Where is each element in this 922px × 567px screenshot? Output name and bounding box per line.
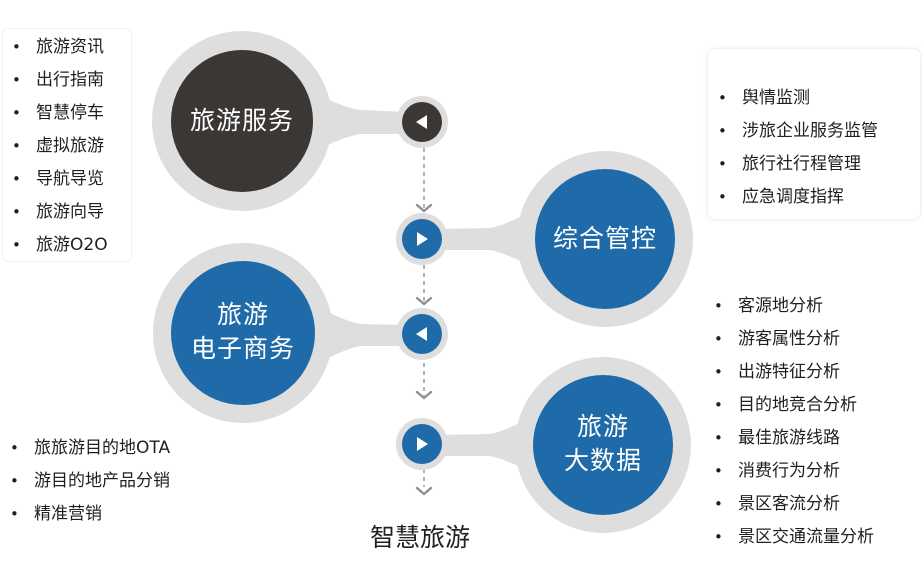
list-item: 旅游O2O bbox=[8, 229, 108, 262]
list-item: 消费行为分析 bbox=[710, 455, 874, 488]
chevron-down-icon bbox=[415, 390, 433, 400]
list-item: 虚拟旅游 bbox=[8, 130, 108, 163]
list-item: 旅旅游目的地OTA bbox=[6, 432, 170, 465]
list-item: 客源地分析 bbox=[710, 290, 874, 323]
list-item: 智慧停车 bbox=[8, 97, 108, 130]
node-label-line: 旅游服务 bbox=[189, 106, 294, 135]
chevron-down-icon bbox=[415, 203, 433, 213]
node-integrated-control bbox=[396, 151, 693, 327]
tourism-service-list: 旅游资讯 出行指南 智慧停车 虚拟旅游 导航导览 旅游向导 旅游O2O bbox=[8, 31, 108, 262]
node-disc bbox=[533, 375, 673, 515]
diagram-title: 智慧旅游 bbox=[369, 523, 470, 552]
integrated-control-list: 舆情监测 涉旅企业服务监管 旅行社行程管理 应急调度指挥 bbox=[714, 82, 878, 214]
triangle-left-icon bbox=[416, 327, 427, 341]
list-item: 涉旅企业服务监管 bbox=[714, 115, 878, 148]
node-big-data bbox=[396, 357, 691, 533]
list-item: 景区交通流量分析 bbox=[710, 521, 874, 554]
list-item: 出游特征分析 bbox=[710, 356, 874, 389]
node-disc bbox=[535, 169, 675, 309]
list-item: 舆情监测 bbox=[714, 82, 878, 115]
chevron-down-icon bbox=[415, 296, 433, 306]
list-item: 景区客流分析 bbox=[710, 488, 874, 521]
triangle-right-icon bbox=[417, 437, 428, 451]
list-item: 游目的地产品分销 bbox=[6, 465, 170, 498]
list-item: 目的地竞合分析 bbox=[710, 389, 874, 422]
node-label-tourism-service: 旅游服务 bbox=[172, 104, 312, 138]
list-item: 最佳旅游线路 bbox=[710, 422, 874, 455]
node-label-line: 大数据 bbox=[563, 446, 642, 475]
triangle-right-icon bbox=[417, 232, 428, 246]
node-label-line: 综合管控 bbox=[552, 224, 657, 253]
e-commerce-list: 旅旅游目的地OTA 游目的地产品分销 精准营销 bbox=[6, 432, 170, 531]
chevron-down-icon bbox=[415, 486, 433, 496]
node-e-commerce bbox=[153, 243, 448, 423]
list-item: 导航导览 bbox=[8, 163, 108, 196]
node-label-line: 旅游 bbox=[216, 300, 269, 329]
node-disc bbox=[171, 261, 315, 405]
big-data-list: 客源地分析 游客属性分析 出游特征分析 目的地竞合分析 最佳旅游线路 消费行为分… bbox=[710, 290, 874, 554]
list-item: 出行指南 bbox=[8, 64, 108, 97]
node-label-e-commerce: 旅游 电子商务 bbox=[173, 298, 313, 366]
list-item: 游客属性分析 bbox=[710, 323, 874, 356]
triangle-left-icon bbox=[416, 115, 427, 129]
list-item: 旅游向导 bbox=[8, 196, 108, 229]
list-item: 旅游资讯 bbox=[8, 31, 108, 64]
list-item: 精准营销 bbox=[6, 498, 170, 531]
node-label-line: 电子商务 bbox=[190, 334, 295, 363]
node-label-integrated-control: 综合管控 bbox=[535, 222, 675, 256]
node-disc bbox=[171, 50, 313, 192]
list-item: 应急调度指挥 bbox=[714, 181, 878, 214]
node-label-line: 旅游 bbox=[576, 412, 629, 441]
node-tourism-service bbox=[152, 31, 448, 211]
list-item: 旅行社行程管理 bbox=[714, 148, 878, 181]
node-label-big-data: 旅游 大数据 bbox=[533, 410, 673, 478]
